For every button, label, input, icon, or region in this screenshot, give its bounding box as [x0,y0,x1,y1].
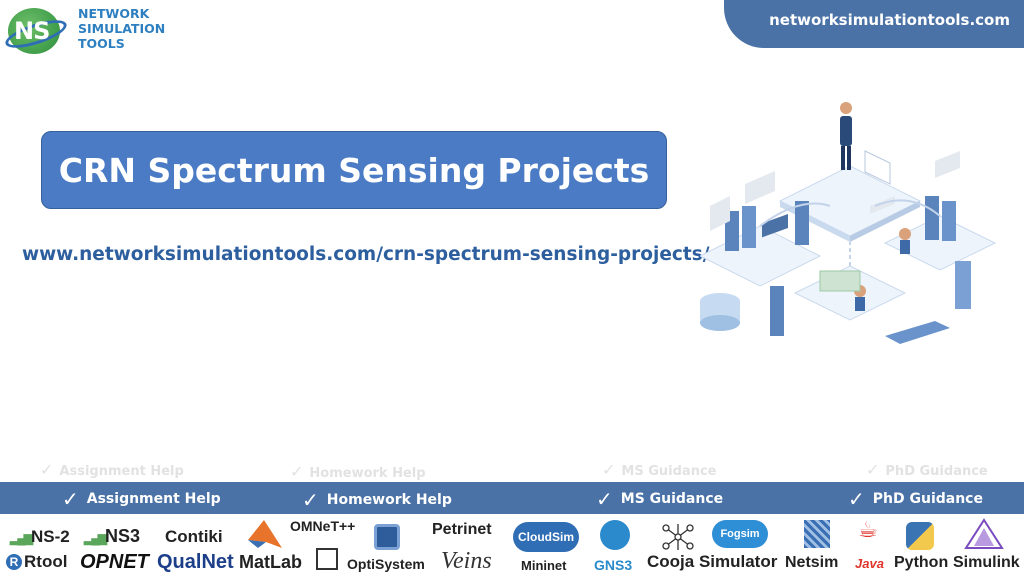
pen-tool-icon [316,548,338,570]
optisystem-icon [374,524,400,550]
brand-logo: NS NETWORK SIMULATION TOOLS [2,4,206,56]
cooja-logo: Cooja Simulator [647,552,778,571]
r-icon: R [6,554,22,570]
ns3-logo: ▂▄▆NS3 [84,526,140,546]
logo-wordmark: NETWORK SIMULATION TOOLS [78,6,166,51]
matlab-icon [248,520,282,548]
netsim-icon [804,520,830,548]
fogsim-logo: Fogsim [712,520,768,548]
services-bar: ✓Assignment Help ✓Homework Help ✓MS Guid… [0,482,1024,514]
ghost-service-phd: ✓PhD Guidance [866,460,988,479]
omnet-logo: OMNeT++ [290,518,356,534]
netsim-logo: Netsim [785,554,839,571]
qualnet-logo: QualNet [157,551,234,573]
python-logo: Python [894,554,949,571]
petrinet-logo: Petrinet [432,521,492,538]
mininet-logo: Mininet [521,558,567,573]
check-icon: ✓ [848,487,865,511]
ghost-service-assignment: ✓Assignment Help [40,460,184,479]
network-illustration [700,102,997,344]
page-url-link[interactable]: www.networksimulationtools.com/crn-spect… [22,244,710,265]
ghost-service-ms: ✓MS Guidance [602,460,717,479]
contiki-logo: Contiki [165,527,223,546]
gns3-logo: GNS3 [594,557,633,573]
site-url-tab[interactable]: networksimulationtools.com [724,0,1024,48]
check-icon: ✓ [302,488,319,512]
service-homework-help[interactable]: ✓Homework Help [302,488,452,512]
gns3-icon [600,520,630,550]
service-assignment-help[interactable]: ✓Assignment Help [62,487,221,511]
check-icon: ✓ [62,487,79,511]
check-icon: ✓ [596,487,613,511]
signal-bars-icon: ▂▄▆ [84,531,107,545]
cloudsim-logo: CloudSim [513,522,579,552]
java-cup-icon: ☕ [858,518,878,543]
ns2-logo: ▂▄▆NS-2 [10,527,70,546]
ns-logo-icon: NS [2,8,70,54]
title-banner: CRN Spectrum Sensing Projects [41,131,667,209]
matlab-logo: MatLab [239,552,302,572]
tools-strip: ▂▄▆NS-2 ▂▄▆NS3 Contiki OMNeT++ Petrinet … [0,514,1024,576]
veins-logo: Veins [441,548,492,574]
python-icon [906,522,934,550]
service-ms-guidance[interactable]: ✓MS Guidance [596,487,724,511]
simulink-icon [964,518,1004,549]
java-logo: Java [855,556,884,571]
site-url-link[interactable]: networksimulationtools.com [769,11,1010,29]
cooja-network-icon [662,524,694,550]
ghost-service-homework: ✓Homework Help [290,462,426,481]
opnet-logo: OPNET [80,551,149,573]
optisystem-logo: OptiSystem [347,556,425,572]
signal-bars-icon: ▂▄▆ [10,531,33,545]
service-phd-guidance[interactable]: ✓PhD Guidance [848,487,983,511]
page-title: CRN Spectrum Sensing Projects [58,150,650,190]
simulink-logo: Simulink [953,554,1020,571]
